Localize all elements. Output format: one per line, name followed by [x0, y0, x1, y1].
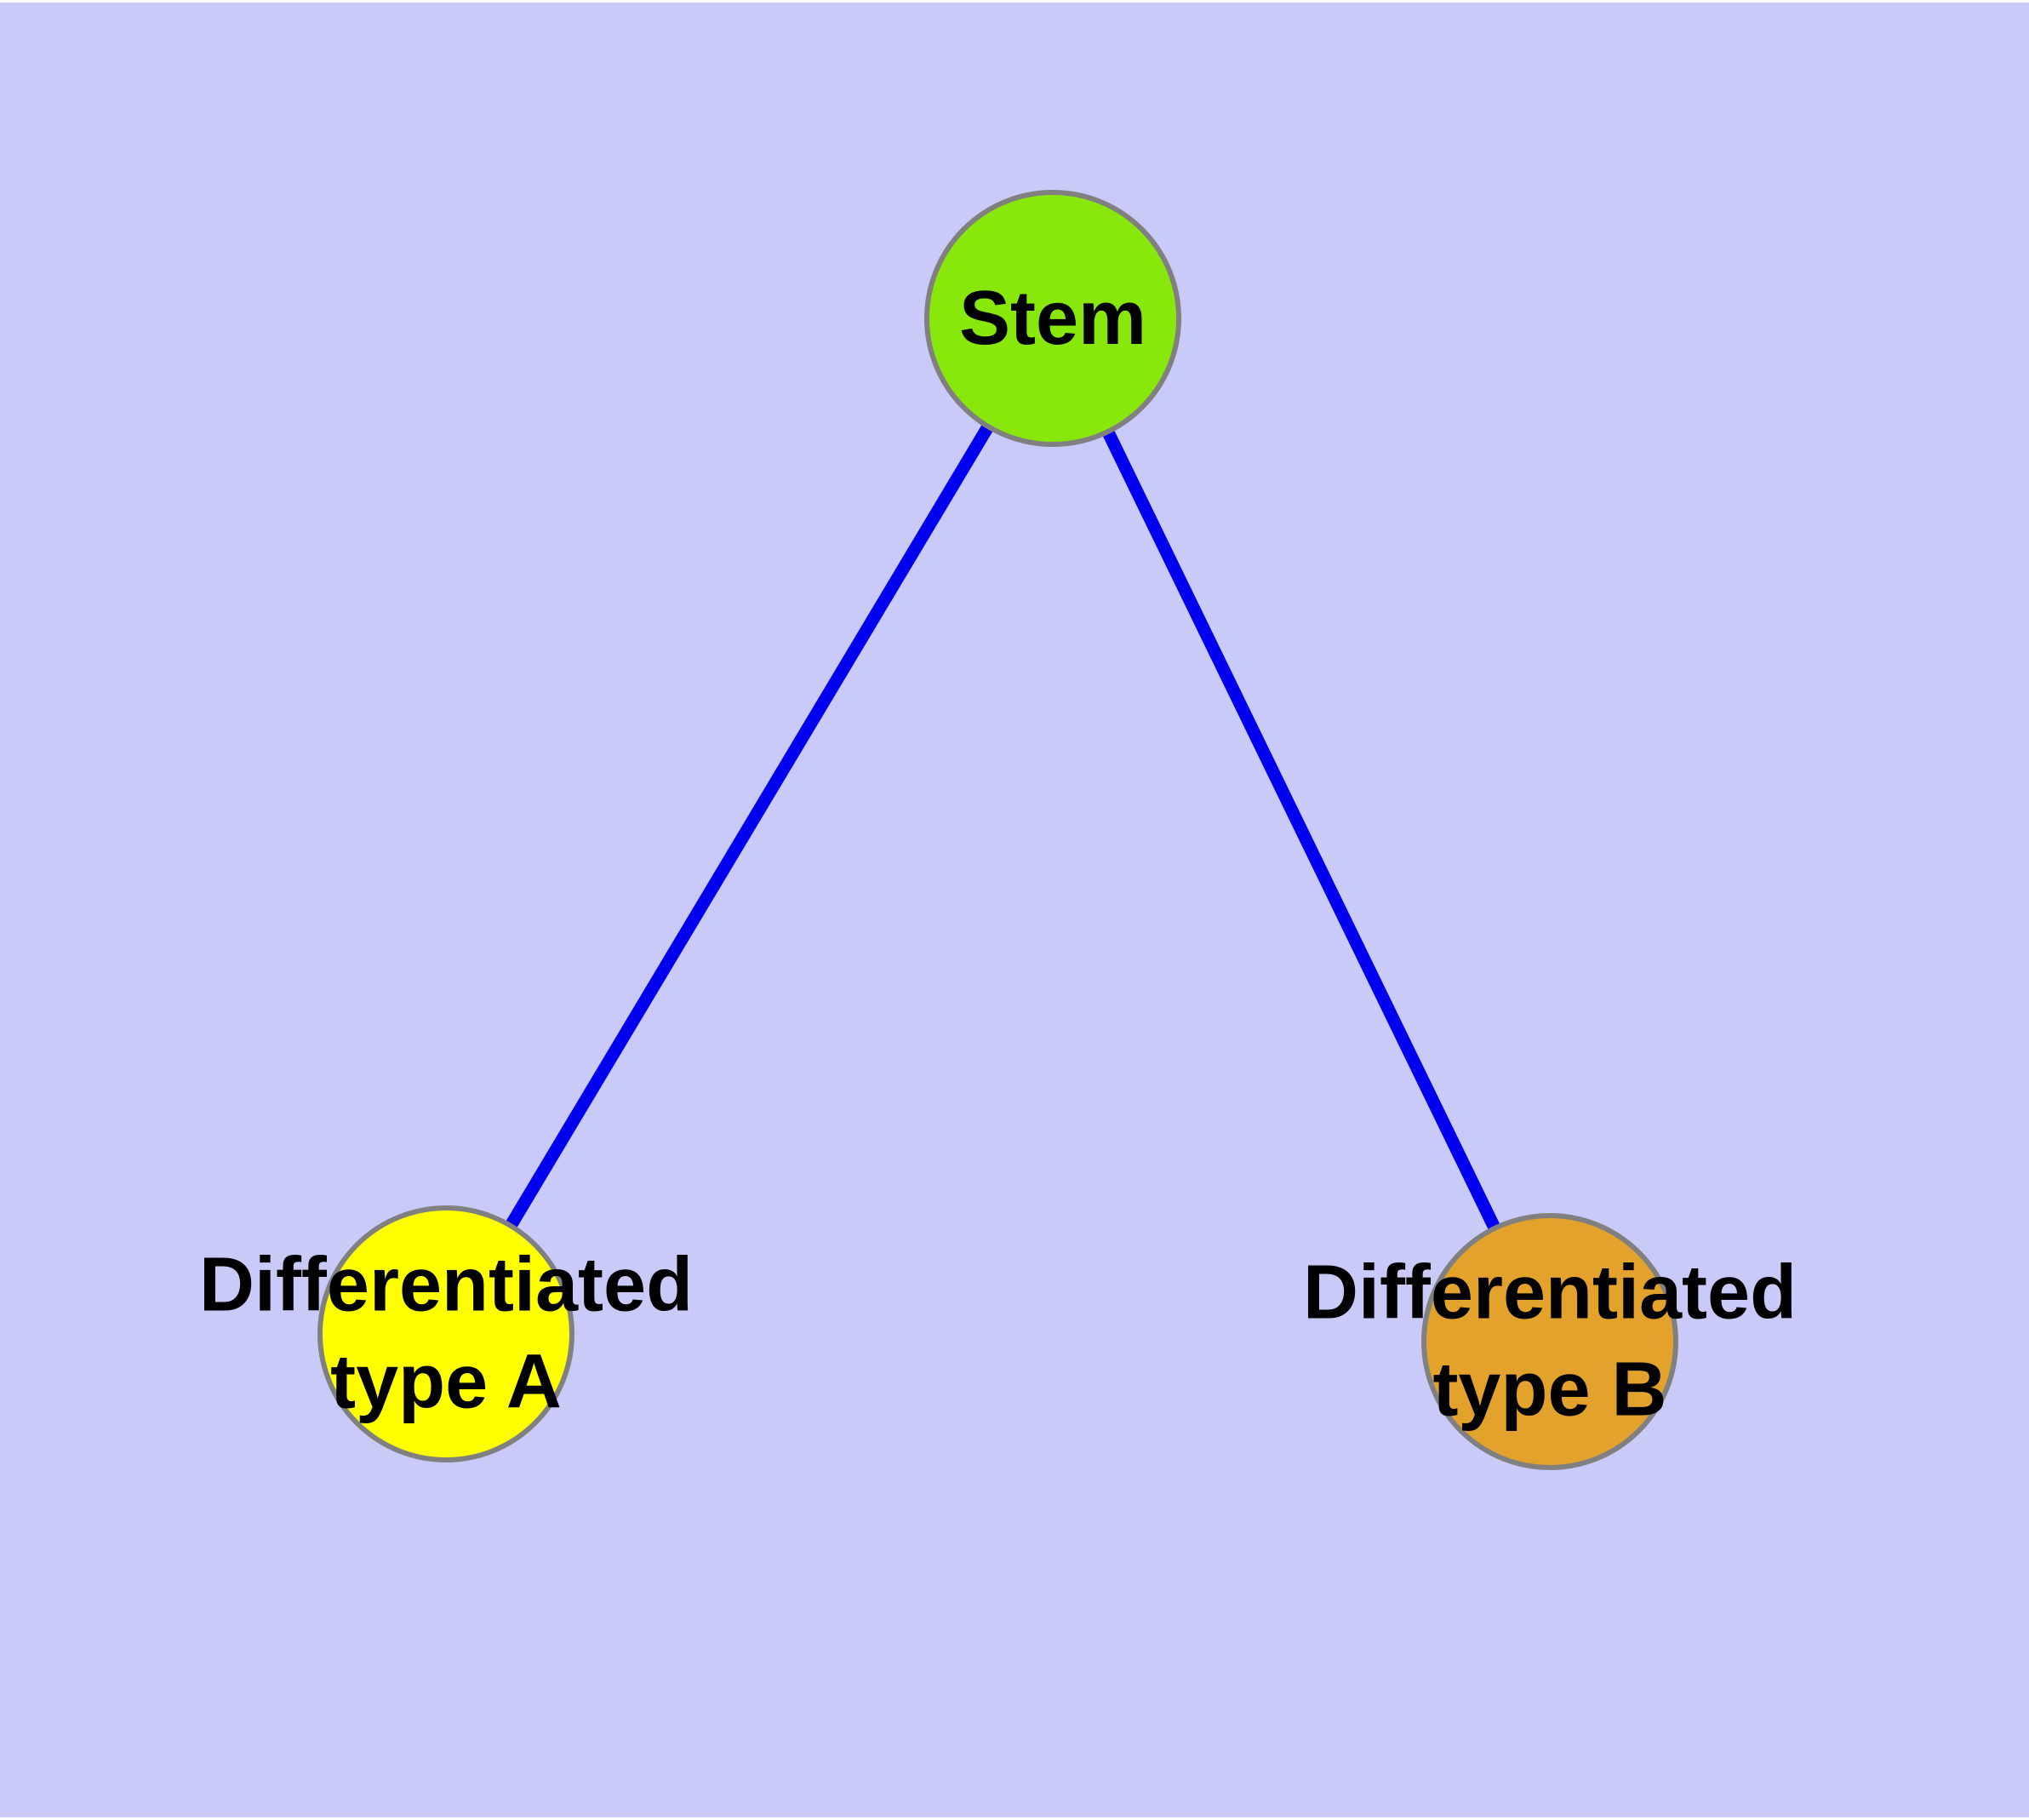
graph-canvas: Stem Differentiated type A Differentiate…	[0, 3, 2029, 1817]
node-differentiated-type-a-circle[interactable]	[317, 1205, 574, 1462]
node-differentiated-type-b-circle[interactable]	[1421, 1213, 1678, 1470]
edge-stem-to-type-a	[440, 315, 1059, 1337]
edge-stem-to-type-b	[1047, 315, 1556, 1345]
node-stem-circle[interactable]	[924, 190, 1181, 447]
